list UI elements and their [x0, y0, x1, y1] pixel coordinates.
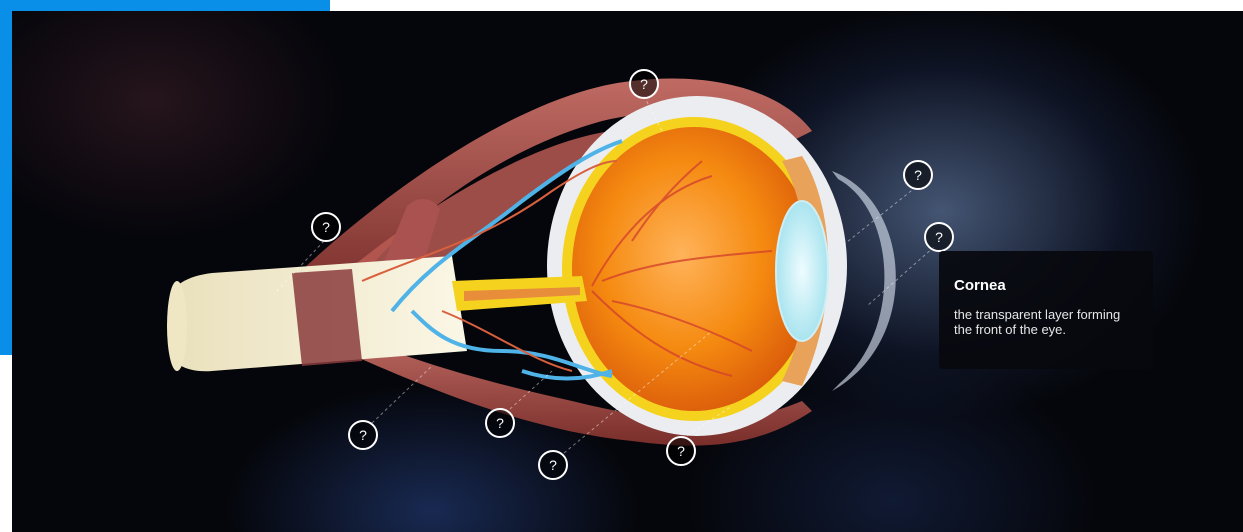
hotspot-muscle-marker[interactable]: ?: [666, 436, 696, 466]
hotspot-dura-marker[interactable]: ?: [348, 420, 378, 450]
hotspot-sclera-marker[interactable]: ?: [538, 450, 568, 480]
info-panel-title: Cornea: [954, 277, 1139, 294]
info-panel: Cornea the transparent layer forming the…: [939, 251, 1153, 369]
hotspot-top-marker[interactable]: ?: [629, 69, 659, 99]
eye-anatomy-viewer: ? ? ? ? ? ? ? ? Cornea the transparent l…: [12, 11, 1243, 532]
info-panel-description: the transparent layer forming the front …: [954, 307, 1139, 337]
hotspot-vessels-marker[interactable]: ?: [485, 408, 515, 438]
hotspot-lens-marker[interactable]: ?: [903, 160, 933, 190]
hotspot-optic-nerve-marker[interactable]: ?: [311, 212, 341, 242]
hotspot-cornea-marker[interactable]: ?: [924, 222, 954, 252]
